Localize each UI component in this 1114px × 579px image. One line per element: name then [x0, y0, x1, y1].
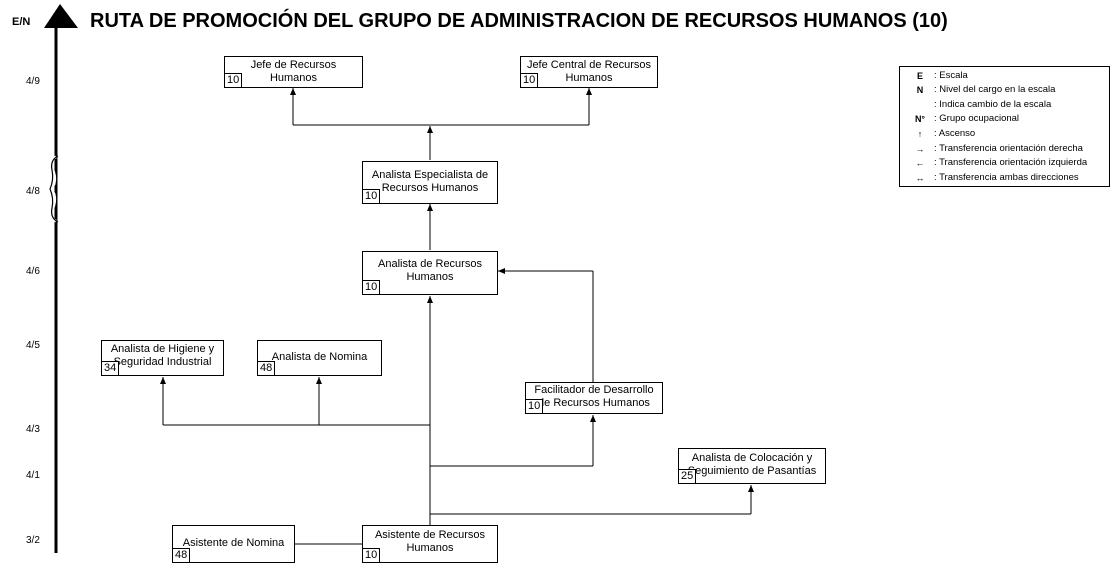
level-label-3-2: 3/2 [26, 535, 40, 546]
position-box-asistente-nomina: Asistente de Nomina 48 [172, 525, 295, 563]
position-label: Analista de Colocación y Seguimiento de … [687, 452, 817, 477]
level-label-4-6: 4/6 [26, 266, 40, 277]
legend-box: E : Escala N : Nivel del cargo en la esc… [899, 66, 1110, 187]
occupational-group-badge: 34 [101, 361, 120, 376]
legend-text: : Transferencia orientación izquierda [934, 157, 1088, 168]
occupational-group-badge: 10 [224, 73, 243, 88]
level-label-4-3: 4/3 [26, 424, 40, 435]
scale-axis-arrowhead [44, 4, 78, 28]
position-label: Analista de Recursos Humanos [378, 258, 482, 283]
level-label-4-9: 4/9 [26, 76, 40, 87]
legend-item-nivel: N : Nivel del cargo en la escala [900, 83, 1110, 97]
scale-level-axis-label: E/N [12, 16, 31, 28]
level-label-4-8: 4/8 [26, 186, 40, 197]
legend-symbol: E [916, 71, 923, 81]
position-label: Asistente de Nomina [182, 537, 285, 549]
position-label: Analista Especialista de Recursos Humano… [371, 169, 489, 194]
position-box-analista-higiene: Analista de Higiene y Seguridad Industri… [101, 340, 224, 376]
legend-item-cambio-escala: : Indica cambio de la escala [900, 98, 1110, 112]
position-label: Analista de Nomina [271, 351, 368, 363]
legend-text: : Escala [934, 70, 968, 81]
legend-item-escala: E : Escala [900, 69, 1110, 83]
legend-symbol: N° [914, 114, 926, 124]
position-box-jefe-recursos-humanos: Jefe de Recursos Humanos 10 [224, 56, 363, 88]
legend-symbol: N [916, 85, 924, 95]
position-box-analista-colocacion: Analista de Colocación y Seguimiento de … [678, 448, 826, 484]
position-box-jefe-central-recursos-humanos: Jefe Central de Recursos Humanos 10 [520, 56, 658, 88]
double-arrow-icon: ↔ [915, 173, 925, 183]
occupational-group-badge: 48 [172, 548, 191, 563]
position-box-analista-recursos-humanos: Analista de Recursos Humanos 10 [362, 251, 498, 295]
occupational-group-badge: 10 [362, 548, 381, 563]
position-box-facilitador-desarrollo: Facilitador de Desarrollo de Recursos Hu… [525, 382, 663, 414]
legend-item-ascenso: ↑ : Ascenso [900, 127, 1110, 141]
legend-text: : Grupo ocupacional [934, 113, 1020, 124]
legend-item-izquierda: ← : Transferencia orientación izquierda [900, 156, 1110, 170]
position-box-analista-nomina: Analista de Nomina 48 [257, 340, 382, 376]
position-label: Jefe de Recursos Humanos [250, 59, 337, 84]
level-label-4-5: 4/5 [26, 340, 40, 351]
position-label: Asistente de Recursos Humanos [374, 529, 486, 554]
occupational-group-badge: 10 [362, 280, 381, 295]
occupational-group-badge: 25 [678, 469, 697, 484]
position-label: Analista de Higiene y Seguridad Industri… [110, 343, 215, 368]
up-arrow-icon: ↑ [917, 129, 923, 139]
position-label: Facilitador de Desarrollo de Recursos Hu… [534, 384, 654, 409]
right-arrow-icon: → [915, 144, 925, 154]
position-box-analista-especialista: Analista Especialista de Recursos Humano… [362, 161, 498, 204]
left-arrow-icon: ← [915, 158, 925, 168]
occupational-group-badge: 10 [362, 189, 381, 204]
level-label-4-1: 4/1 [26, 470, 40, 481]
legend-text: : Transferencia orientación derecha [934, 143, 1083, 154]
legend-item-grupo: N° : Grupo ocupacional [900, 112, 1110, 126]
occupational-group-badge: 10 [525, 399, 544, 414]
legend-item-ambas: ↔ : Transferencia ambas direcciones [900, 171, 1110, 185]
occupational-group-badge: 10 [520, 73, 539, 88]
diagram-title: RUTA DE PROMOCIÓN DEL GRUPO DE ADMINISTR… [90, 10, 948, 32]
scale-change-brace [49, 155, 59, 223]
legend-text: : Indica cambio de la escala [934, 99, 1052, 110]
occupational-group-badge: 48 [257, 361, 276, 376]
legend-text: : Ascenso [934, 128, 976, 139]
legend-text: : Transferencia ambas direcciones [934, 172, 1079, 183]
position-label: Jefe Central de Recursos Humanos [526, 59, 652, 84]
position-box-asistente-recursos-humanos: Asistente de Recursos Humanos 10 [362, 525, 498, 563]
legend-item-derecha: → : Transferencia orientación derecha [900, 142, 1110, 156]
legend-text: : Nivel del cargo en la escala [934, 84, 1056, 95]
